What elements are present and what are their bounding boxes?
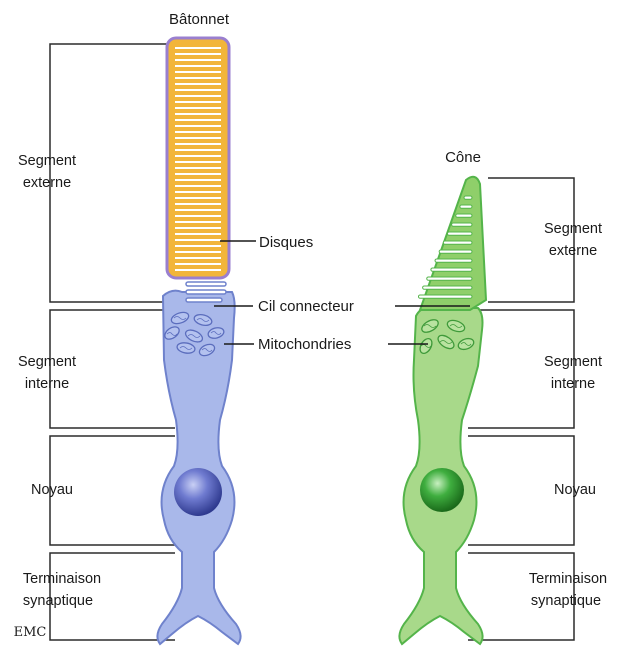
- rod-outer-segment: [167, 38, 229, 278]
- cone-disc-gap: [456, 214, 472, 217]
- left-nucleus-label: Noyau: [31, 482, 73, 498]
- right-outer-segment-label-1: Segment: [544, 221, 602, 237]
- left-synaptic-label-2: synaptique: [23, 593, 93, 609]
- cone-disc-gap: [431, 268, 472, 271]
- cone-disc-gap: [439, 250, 472, 253]
- left-synaptic-label-1: Terminaison: [23, 571, 101, 587]
- cone-disc-gap: [423, 286, 472, 289]
- left-outer-segment-label-1: Segment: [18, 153, 76, 169]
- right-synaptic-label-1: Terminaison: [529, 571, 607, 587]
- cone-nucleus: [420, 468, 464, 512]
- cone-disc-gap: [418, 295, 472, 298]
- cone-disc-gap: [427, 277, 472, 280]
- left-brackets: [50, 44, 175, 640]
- cone-title: Cône: [445, 149, 481, 166]
- cone-disc-gap: [447, 232, 472, 235]
- right-outer-segment-label-2: externe: [549, 243, 597, 259]
- left-inner-segment-label-2: interne: [25, 376, 69, 392]
- left-outer-segment-label-2: externe: [23, 175, 71, 191]
- rod-cilium-notches: [186, 282, 226, 302]
- cone-disc-gap: [443, 241, 472, 244]
- cone-disc-gap: [435, 259, 472, 262]
- cone-disc-gap: [464, 196, 472, 199]
- cone-disc-gap: [452, 223, 472, 226]
- right-nucleus-label: Noyau: [554, 482, 596, 498]
- cilium-label: Cil connecteur: [258, 298, 354, 315]
- right-synaptic-label-2: synaptique: [531, 593, 601, 609]
- publisher-signature: EMC: [14, 625, 47, 640]
- right-inner-segment-label-2: interne: [551, 376, 595, 392]
- left-inner-segment-label-1: Segment: [18, 354, 76, 370]
- rod-nucleus: [174, 468, 222, 516]
- right-inner-segment-label-1: Segment: [544, 354, 602, 370]
- cone-cell: [399, 177, 486, 644]
- cone-disc-gap: [460, 205, 472, 208]
- discs-label: Disques: [259, 234, 313, 251]
- mitochondria-label: Mitochondries: [258, 336, 351, 353]
- rod-title: Bâtonnet: [169, 11, 230, 28]
